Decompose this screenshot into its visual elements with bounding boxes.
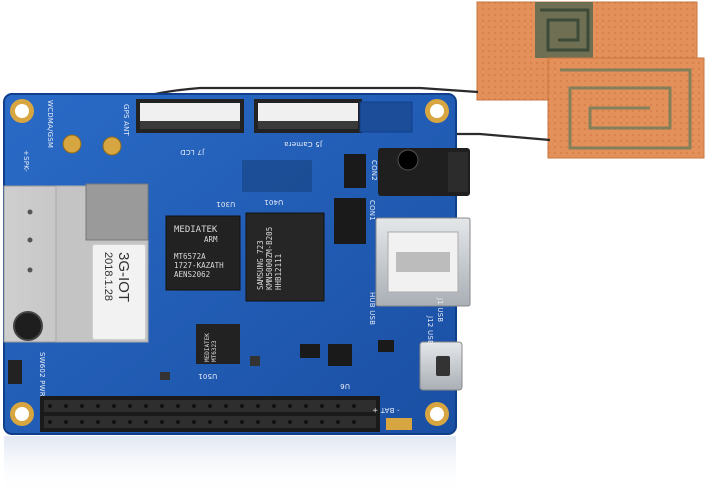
gpio-header bbox=[40, 396, 380, 432]
soc-markings: MEDIATEK ARM MT6572A 1727-KAZATH AENS206… bbox=[174, 225, 224, 280]
label-con2: CON2 bbox=[370, 160, 378, 181]
sticker-date: 2018.1.28 bbox=[102, 252, 114, 301]
product-sticker: 3G-IOT 2018.1.28 bbox=[92, 244, 146, 340]
sticker-title: 3G-IOT bbox=[115, 252, 132, 303]
label-u301: U301 bbox=[216, 200, 236, 208]
label-j1-usb: J1 USB bbox=[436, 298, 444, 323]
label-j5: J5 Camera bbox=[284, 140, 323, 148]
pmic-markings: MEDIATEK MT6323 bbox=[204, 333, 218, 362]
soc-chip bbox=[165, 215, 241, 291]
label-j7: J7 LCD bbox=[180, 148, 205, 156]
label-u501: U501 bbox=[198, 372, 218, 380]
pmic-chip bbox=[196, 324, 240, 364]
label-j12-usb: J12 USB bbox=[426, 316, 434, 345]
buzzer bbox=[13, 311, 43, 341]
label-wcdma: WCDMA/GSM bbox=[46, 100, 54, 149]
lcd-connector bbox=[136, 99, 244, 133]
label-u6: U6 bbox=[340, 382, 350, 390]
label-sw-pwr: SW602 PWR bbox=[38, 352, 46, 397]
label-hub-usb: HUB USB bbox=[368, 292, 376, 326]
label-u401: U401 bbox=[264, 198, 284, 206]
label-spk: +SPK- bbox=[22, 150, 30, 172]
audio-jack bbox=[378, 148, 470, 196]
gpio-pins bbox=[48, 404, 356, 424]
mounting-holes bbox=[10, 99, 449, 426]
micro-usb-port bbox=[419, 341, 463, 391]
rf-connector-2 bbox=[102, 136, 122, 156]
battery-pads bbox=[386, 418, 412, 430]
rf-connector-1 bbox=[62, 134, 82, 154]
label-con1: CON1 bbox=[368, 200, 376, 221]
memory-chip bbox=[245, 212, 325, 302]
memory-markings: SAMSUNG 723 KMN5000ZM-B205 HHB12111 bbox=[256, 226, 283, 290]
label-gps: GPS ANT bbox=[122, 104, 130, 137]
board-reflection bbox=[4, 436, 456, 496]
usb-host-port bbox=[375, 217, 471, 307]
label-bat: - BAT + bbox=[372, 406, 400, 414]
antenna-2 bbox=[547, 57, 705, 159]
camera-connector bbox=[254, 99, 362, 133]
power-button bbox=[8, 360, 22, 384]
